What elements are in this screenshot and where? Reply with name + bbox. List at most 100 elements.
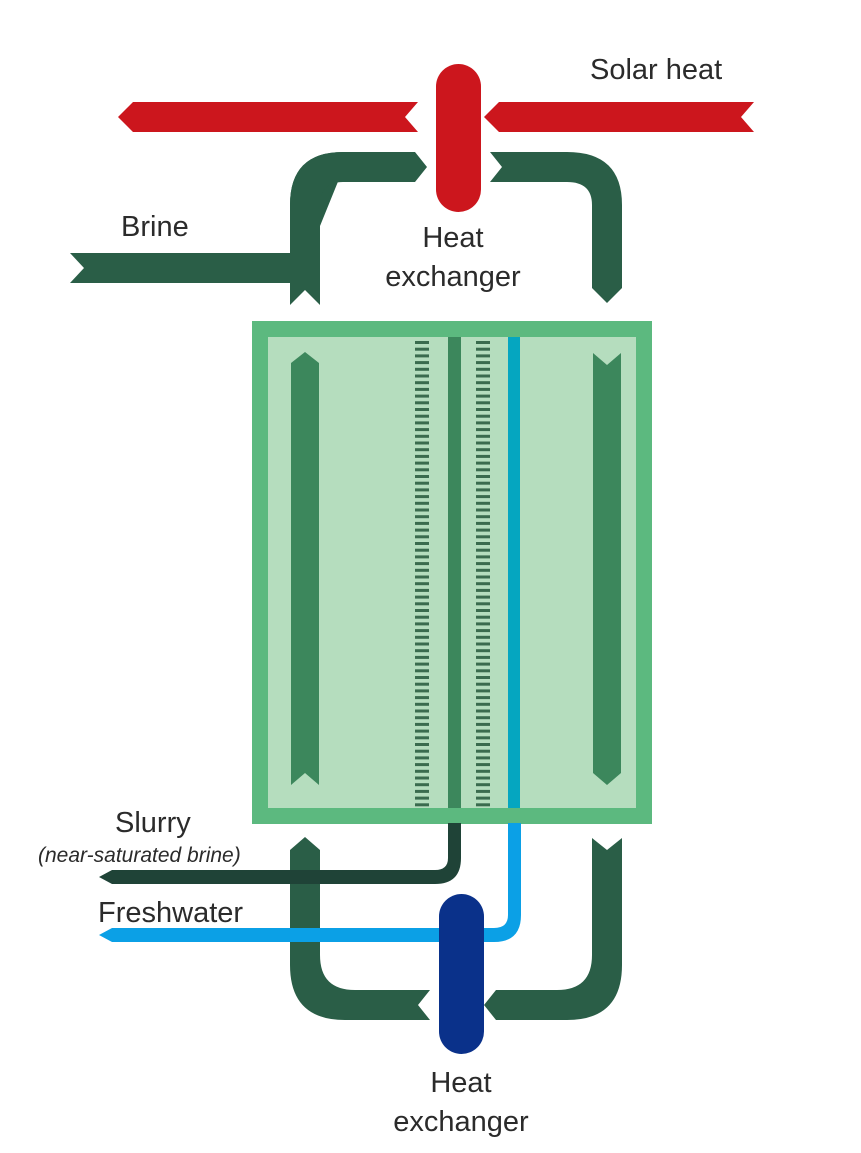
membrane-dash [415, 521, 429, 525]
membrane-dash [476, 501, 490, 505]
membrane-dash [415, 414, 429, 418]
membrane-dash [476, 622, 490, 626]
membrane-dash [476, 743, 490, 746]
membrane-dash [476, 401, 490, 405]
membrane-dash [476, 428, 490, 432]
membrane-dash [476, 555, 490, 559]
membrane-dash [415, 602, 429, 606]
membrane-dash [476, 441, 490, 445]
freshwater-label: Freshwater [98, 897, 243, 929]
membrane-dash [415, 515, 429, 519]
membrane-dash [415, 609, 429, 612]
membrane-dash [415, 568, 429, 572]
membrane-dash [476, 689, 490, 693]
membrane-dash [415, 401, 429, 405]
membrane-dash [476, 642, 490, 646]
membrane-dash [415, 642, 429, 646]
membrane-dash [476, 629, 490, 633]
membrane-dash [476, 495, 490, 499]
membrane-dash [415, 722, 429, 726]
membrane-dash [476, 528, 490, 532]
membrane-dash [476, 582, 490, 586]
membrane-dash [415, 702, 429, 706]
slurry-label: Slurry [115, 807, 191, 839]
membrane-dash [415, 622, 429, 626]
membrane-dash [415, 796, 429, 800]
vessel-brine-channel [448, 337, 461, 808]
membrane-dash [476, 615, 490, 619]
membrane-dash [476, 448, 490, 452]
membrane-dash [415, 374, 429, 378]
solar-heat-inflow-arrow [484, 102, 754, 132]
membrane-dash [476, 434, 490, 438]
lower-loop-right [484, 838, 622, 1020]
membrane-dash [415, 341, 429, 344]
top-heat-exchanger-label-line2: exchanger [385, 261, 521, 293]
membrane-dash [476, 769, 490, 773]
membrane-dash [415, 361, 429, 365]
membrane-dash [476, 736, 490, 740]
membrane-dash [476, 602, 490, 606]
membrane-dash [476, 414, 490, 418]
membrane-dash [476, 722, 490, 726]
membrane-dash [476, 595, 490, 599]
membrane-dash [476, 461, 490, 465]
membrane-dash [476, 394, 490, 398]
membrane-dash [476, 609, 490, 612]
membrane-dash [476, 756, 490, 760]
membrane-dash [415, 461, 429, 465]
membrane-dash [476, 347, 490, 351]
upper-brine-loop [70, 152, 622, 305]
membrane-dash [476, 575, 490, 579]
vessel-right-downflow-arrow [593, 353, 621, 785]
membrane-dash [415, 629, 429, 633]
membrane-dash [476, 387, 490, 391]
membrane-dash [415, 669, 429, 673]
membrane-dash [476, 542, 490, 545]
membrane-dash [415, 562, 429, 566]
membrane-dash [415, 434, 429, 438]
membrane-dash [476, 535, 490, 539]
membrane-dash [415, 649, 429, 653]
solar-heat-flow [118, 102, 754, 132]
membrane-dash [476, 568, 490, 572]
membrane-dash [476, 367, 490, 371]
membrane-dash [415, 709, 429, 713]
bottom-heat-exchanger [439, 894, 484, 1054]
membrane-dash [415, 367, 429, 371]
membrane-right [476, 341, 490, 807]
membrane-dash [415, 789, 429, 793]
membrane-dash [415, 763, 429, 767]
membrane-dash [415, 729, 429, 733]
membrane-dash [415, 475, 429, 478]
vessel-left-upflow-arrow [291, 352, 319, 785]
membrane-dash [415, 381, 429, 385]
membrane-dash [415, 542, 429, 545]
membrane-dash [415, 682, 429, 686]
membrane-dash [476, 669, 490, 673]
membrane-dash [476, 662, 490, 666]
top-heat-exchanger [436, 64, 481, 212]
membrane-dash [415, 548, 429, 552]
membrane-dash [415, 595, 429, 599]
membrane-dash [415, 783, 429, 787]
membrane-dash [476, 508, 490, 512]
membrane-dash [415, 756, 429, 760]
top-heat-exchanger-label-line1: Heat [422, 222, 483, 254]
membrane-dash [476, 588, 490, 592]
upper-loop-left [290, 152, 427, 305]
membrane-dash [476, 562, 490, 566]
membrane-dash [476, 655, 490, 659]
membrane-dash [415, 749, 429, 753]
vessel-freshwater-channel [508, 337, 520, 808]
membrane-dash [476, 729, 490, 733]
solar-heat-label: Solar heat [590, 54, 722, 86]
membrane-dash [476, 488, 490, 492]
distillation-vessel [252, 321, 652, 824]
membrane-dash [476, 776, 490, 780]
membrane-dash [476, 789, 490, 793]
membrane-dash [415, 508, 429, 512]
membrane-dash [415, 776, 429, 780]
